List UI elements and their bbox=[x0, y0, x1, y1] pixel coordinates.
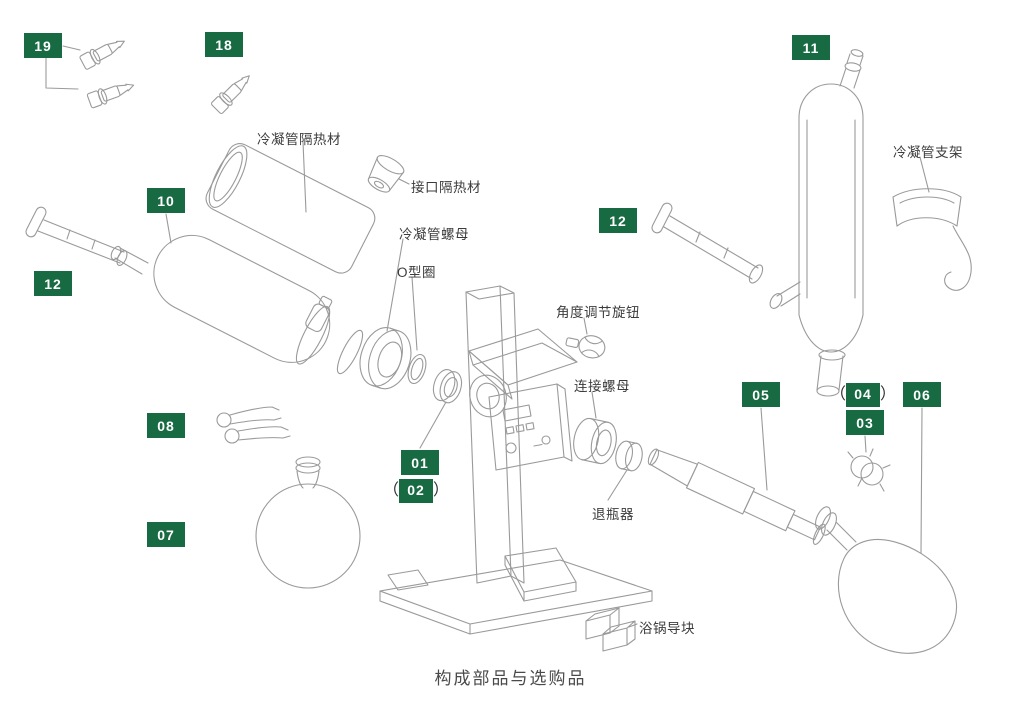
label-o-ring: O型圈 bbox=[397, 265, 437, 280]
tube-clip-drawing bbox=[216, 406, 291, 444]
control-box-drawing bbox=[488, 383, 573, 471]
paren-open: （ bbox=[830, 386, 847, 403]
part-badge-06: 06 bbox=[903, 382, 941, 407]
part-badge-08: 08 bbox=[147, 413, 185, 438]
inlet-tube-drawing-left bbox=[25, 206, 128, 266]
part-badge-02: 02 bbox=[399, 478, 434, 503]
condenser-support-drawing bbox=[892, 188, 972, 291]
paren-open: （ bbox=[383, 482, 400, 499]
bath-guide-block-drawing bbox=[585, 607, 636, 652]
part-badge-12-right: 12 bbox=[599, 208, 637, 233]
coupling-ring-drawing bbox=[432, 368, 463, 404]
part-badge-10: 10 bbox=[147, 188, 185, 213]
paren-close: ） bbox=[880, 386, 897, 403]
leader-lines bbox=[45, 45, 930, 628]
part-badge-04: 04 bbox=[846, 382, 881, 407]
joint-clip-drawing bbox=[847, 448, 891, 492]
coated-flask-drawing bbox=[110, 234, 364, 375]
label-angle-knob: 角度调节旋钮 bbox=[556, 305, 640, 320]
part-badge-07: 07 bbox=[147, 522, 185, 547]
label-condenser-nut: 冷凝管螺母 bbox=[399, 227, 469, 242]
connection-nut-drawing bbox=[573, 417, 617, 465]
hose-fitting-drawing-18 bbox=[209, 69, 256, 116]
rotation-head-drawing bbox=[468, 328, 578, 418]
hose-fitting-drawing-19a bbox=[78, 33, 129, 71]
label-connection-nut: 连接螺母 bbox=[574, 379, 630, 394]
label-flask-remover: 退瓶器 bbox=[592, 507, 634, 522]
label-condenser-insulation: 冷凝管隔热材 bbox=[257, 132, 341, 147]
o-ring-drawing bbox=[407, 353, 427, 385]
hose-fitting-drawing-19b bbox=[86, 77, 137, 110]
inlet-tube-drawing-right bbox=[651, 202, 764, 284]
part-badge-04-group: （ 04 ） bbox=[830, 382, 896, 407]
condenser-insulation-drawing bbox=[205, 143, 376, 274]
vapor-tube-drawing bbox=[647, 448, 826, 545]
evaporating-flask-drawing bbox=[815, 506, 958, 654]
label-bath-guide-block: 浴锅导块 bbox=[639, 621, 695, 636]
condenser-nut-drawing bbox=[359, 327, 412, 390]
flask-remover-drawing bbox=[615, 440, 643, 472]
part-badge-18: 18 bbox=[205, 32, 243, 57]
diagram-title: 构成部品与选购品 bbox=[434, 669, 587, 688]
part-badge-02-group: （ 02 ） bbox=[383, 478, 449, 503]
stand-drawing bbox=[379, 285, 653, 635]
joint-insulation-drawing bbox=[367, 155, 405, 193]
part-badge-05: 05 bbox=[742, 382, 780, 407]
angle-knob-drawing bbox=[565, 335, 606, 359]
part-badge-01: 01 bbox=[401, 450, 439, 475]
paren-close: ） bbox=[433, 482, 450, 499]
part-badge-03: 03 bbox=[846, 410, 884, 435]
receiving-flask-drawing bbox=[255, 456, 361, 589]
part-badge-12-left: 12 bbox=[34, 271, 72, 296]
part-badge-19: 19 bbox=[24, 33, 62, 58]
label-condenser-support: 冷凝管支架 bbox=[893, 145, 963, 160]
condenser-drawing bbox=[769, 49, 864, 397]
part-badge-11: 11 bbox=[792, 35, 830, 60]
label-joint-insulation: 接口隔热材 bbox=[411, 180, 481, 195]
